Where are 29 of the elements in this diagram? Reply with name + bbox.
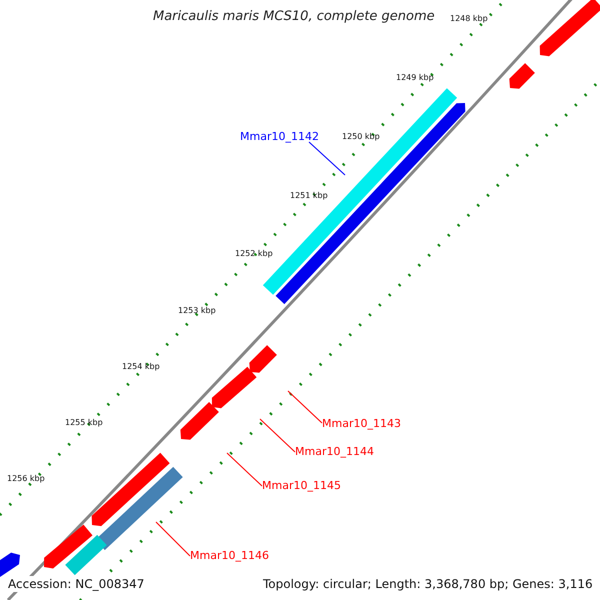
scale-label: 1251 kbp <box>290 192 328 200</box>
gene-bar <box>0 552 20 578</box>
gene-label: Mmar10_1146 <box>190 550 269 561</box>
leader-line <box>288 390 322 424</box>
scale-label: 1256 kbp <box>7 475 45 483</box>
gene-bar <box>44 524 92 568</box>
scale-label: 1252 kbp <box>235 250 273 258</box>
scale-label: 1255 kbp <box>65 419 103 427</box>
scale-label: 1254 kbp <box>122 363 160 371</box>
gene-label: Mmar10_1145 <box>262 480 341 491</box>
leader-line <box>226 452 262 486</box>
leader-line <box>308 142 346 176</box>
gene-bar <box>65 534 107 576</box>
gene-label: Mmar10_1142 <box>240 131 319 142</box>
gene-bar <box>249 345 277 373</box>
gene-bar <box>540 0 600 56</box>
gene-label: Mmar10_1143 <box>322 418 401 429</box>
scale-label: 1250 kbp <box>342 133 380 141</box>
map-title: Maricaulis maris MCS10, complete genome <box>153 10 437 23</box>
gene-bar <box>92 452 170 526</box>
gene-bar <box>509 63 535 89</box>
gene-bar <box>212 366 257 408</box>
scale-label: 1249 kbp <box>396 74 434 82</box>
gene-bar <box>180 402 219 440</box>
leader-line <box>156 522 190 556</box>
scale-label: 1248 kbp <box>450 15 488 23</box>
leader-line <box>260 418 296 452</box>
scale-label: 1253 kbp <box>178 307 216 315</box>
gene-label: Mmar10_1144 <box>295 446 374 457</box>
